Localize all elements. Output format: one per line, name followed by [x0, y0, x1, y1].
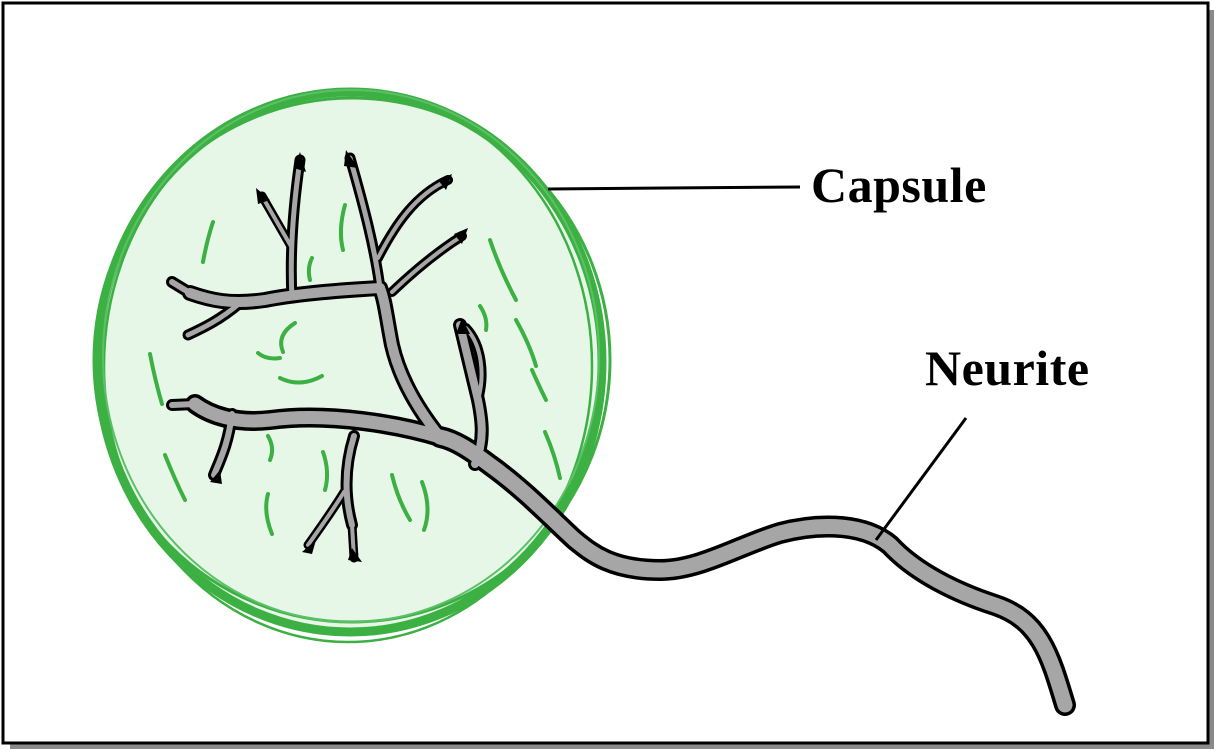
- neurite-label: Neurite: [925, 343, 1090, 393]
- capsule-leader-line: [548, 187, 800, 189]
- capsule-label: Capsule: [811, 160, 987, 210]
